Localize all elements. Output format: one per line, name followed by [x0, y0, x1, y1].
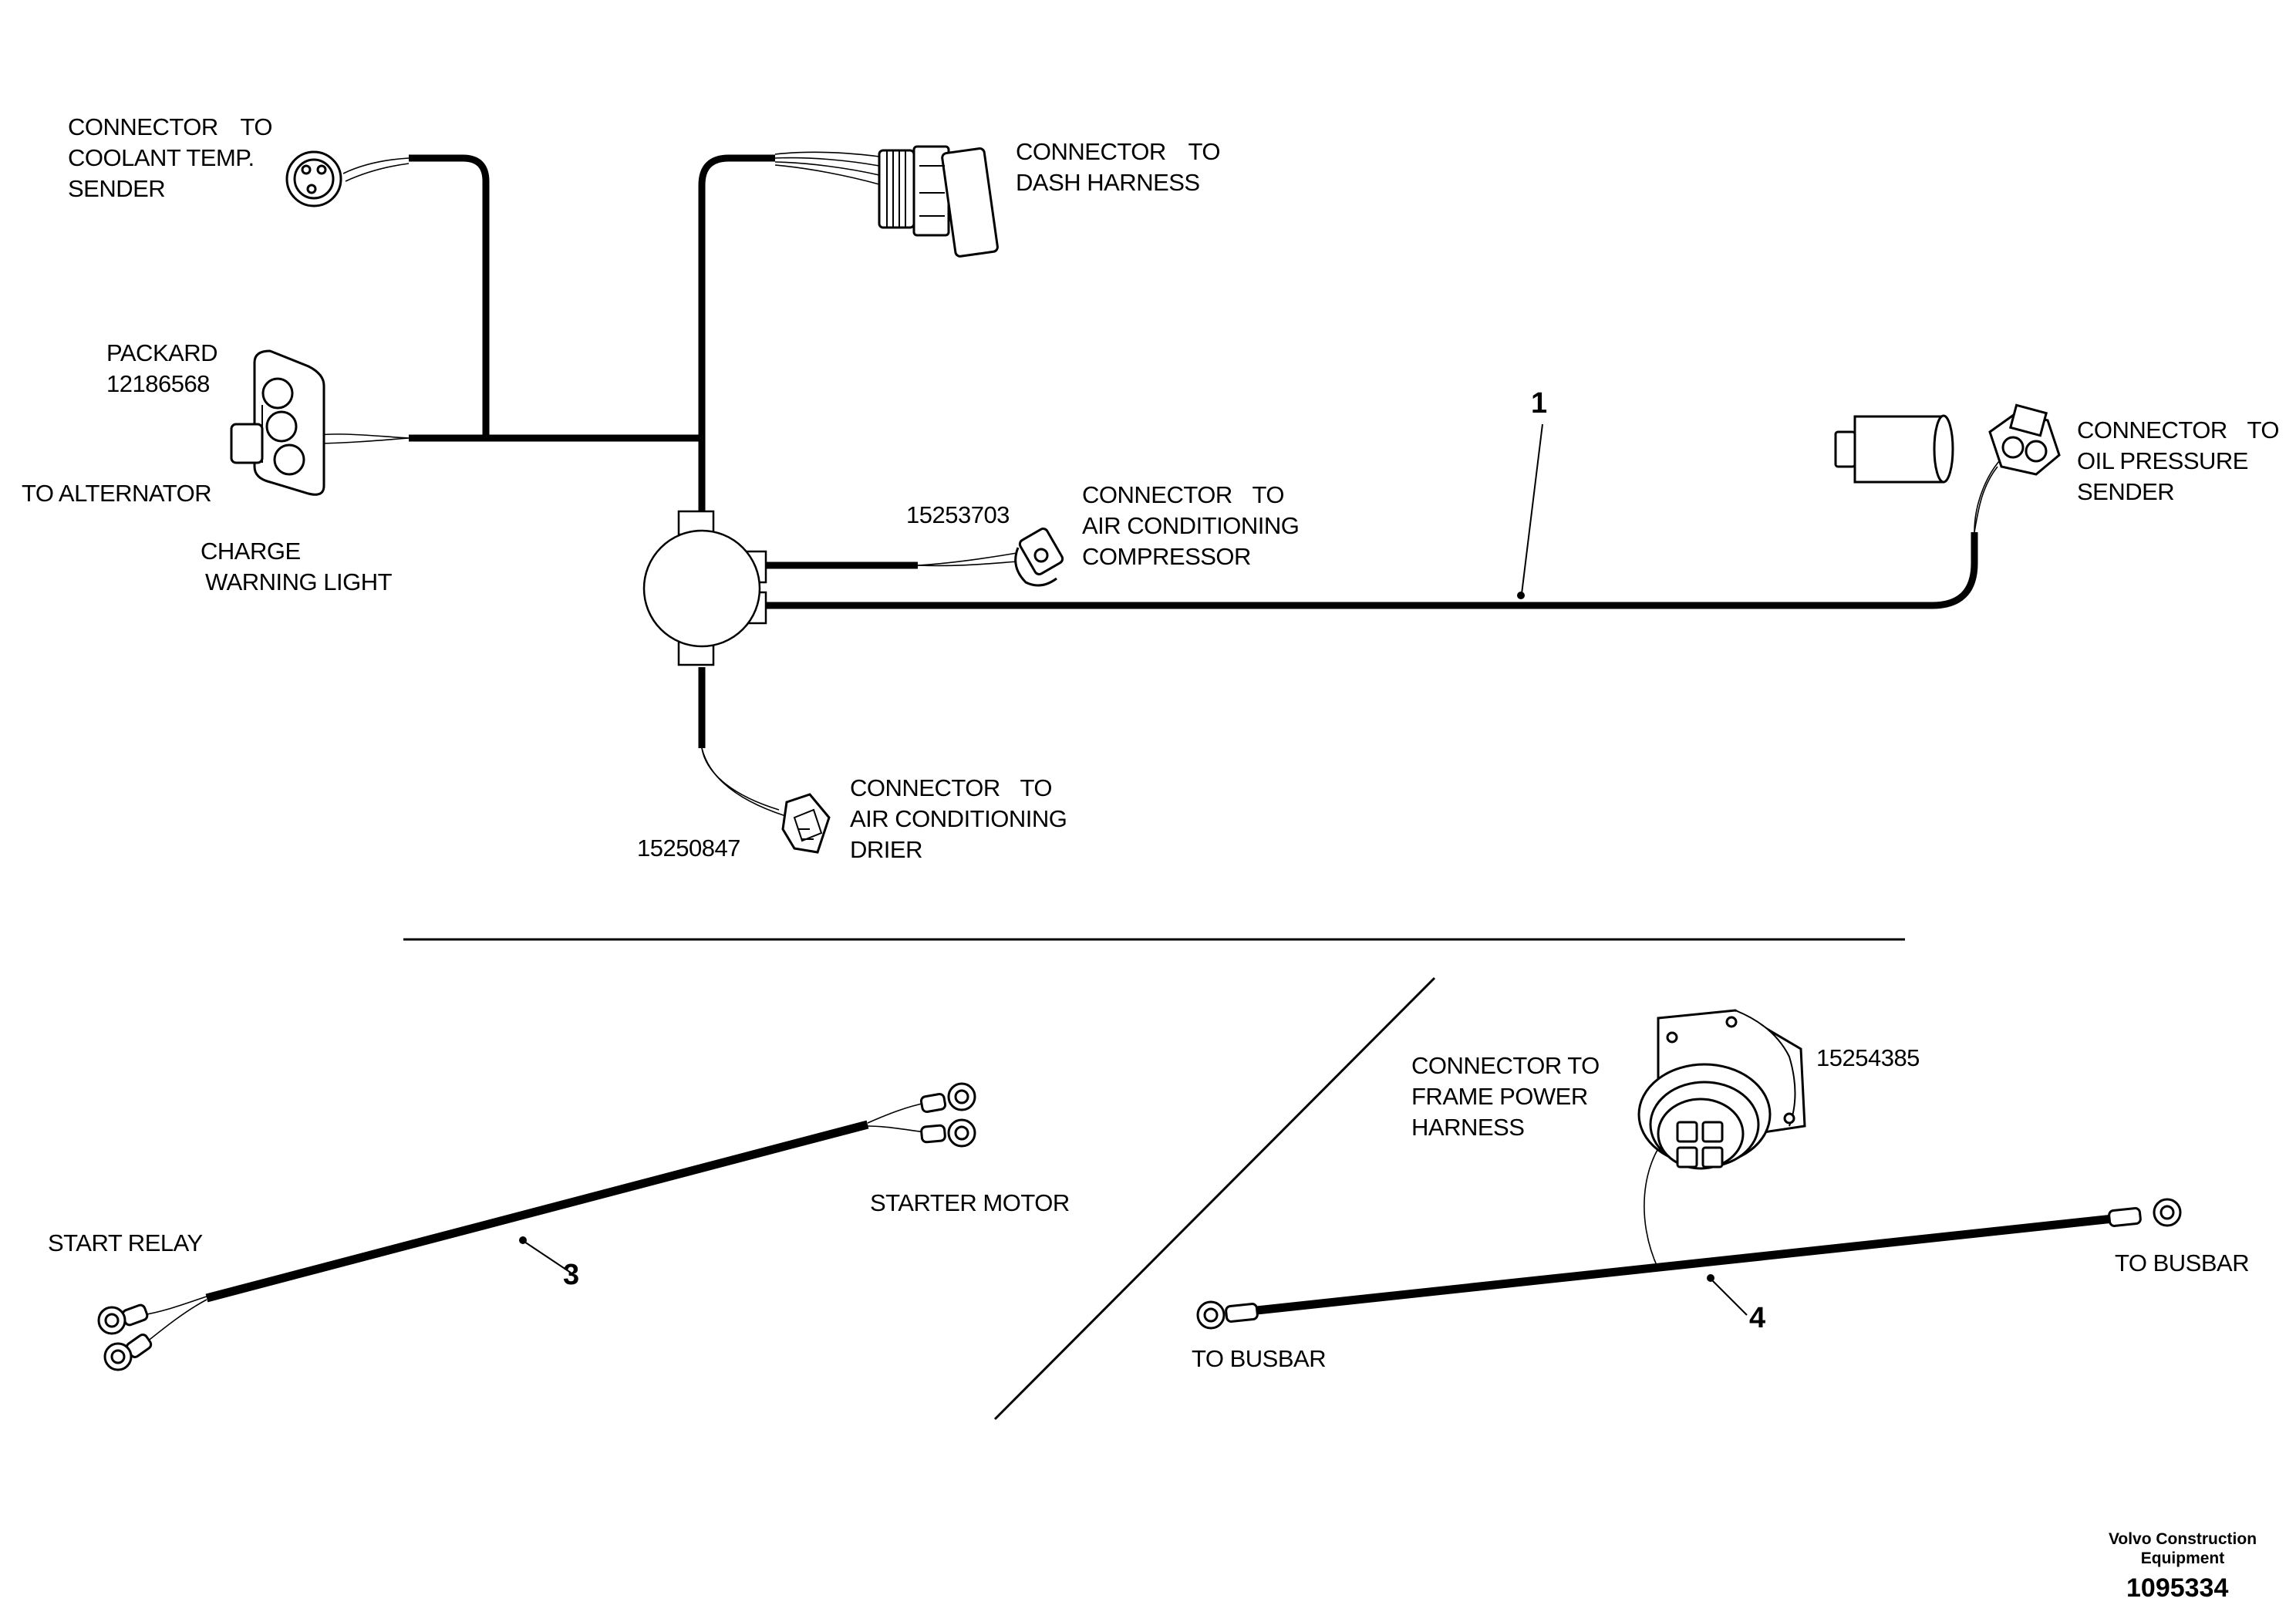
callout-1: 1 [1531, 387, 1548, 420]
ac-drier-connector-icon [781, 793, 831, 854]
main-harness [409, 154, 1978, 748]
ac-compressor-connector-icon [1014, 528, 1064, 587]
manufacturer-credit: Volvo Construction Equipment [2108, 1530, 2257, 1567]
starter-cable [97, 1082, 976, 1371]
starter-motor-label: STARTER MOTOR [870, 1189, 1070, 1216]
frame-power-part-number: 15254385 [1816, 1044, 1920, 1071]
packard-connector-icon [230, 349, 325, 496]
drawing-number: 1095334 [2126, 1573, 2229, 1603]
ring-terminal-icon [97, 1082, 976, 1371]
junction-block [642, 510, 767, 666]
ac-compressor-part-number: 15253703 [906, 501, 1010, 528]
alternator-label: TO ALTERNATOR [22, 480, 212, 507]
frame-power-harness-label: CONNECTOR TO FRAME POWER HARNESS [1411, 1052, 1600, 1141]
dash-connector-icon [878, 145, 999, 258]
diagonal-divider [993, 976, 1436, 1421]
callout-4: 4 [1749, 1302, 1766, 1334]
busbar-left-label: TO BUSBAR [1192, 1345, 1327, 1372]
callout-3: 3 [563, 1259, 580, 1291]
start-relay-label: START RELAY [48, 1229, 203, 1256]
packard-label: PACKARD 12186568 [106, 339, 218, 397]
coolant-temp-connector-icon [285, 150, 342, 207]
busbar-cable [1196, 1009, 2182, 1330]
ac-drier-part-number: 15250847 [637, 835, 740, 862]
ring-terminal-icon [1196, 1198, 2182, 1330]
callout-1-leader [1517, 423, 1543, 599]
frame-power-connector-icon [1637, 1009, 1806, 1170]
busbar-right-label: TO BUSBAR [2115, 1249, 2250, 1276]
charge-warning-label: CHARGE WARNING LIGHT [201, 538, 393, 595]
oil-pressure-sender-icon [1834, 414, 1954, 484]
oil-pressure-connector-icon [1988, 403, 2061, 476]
